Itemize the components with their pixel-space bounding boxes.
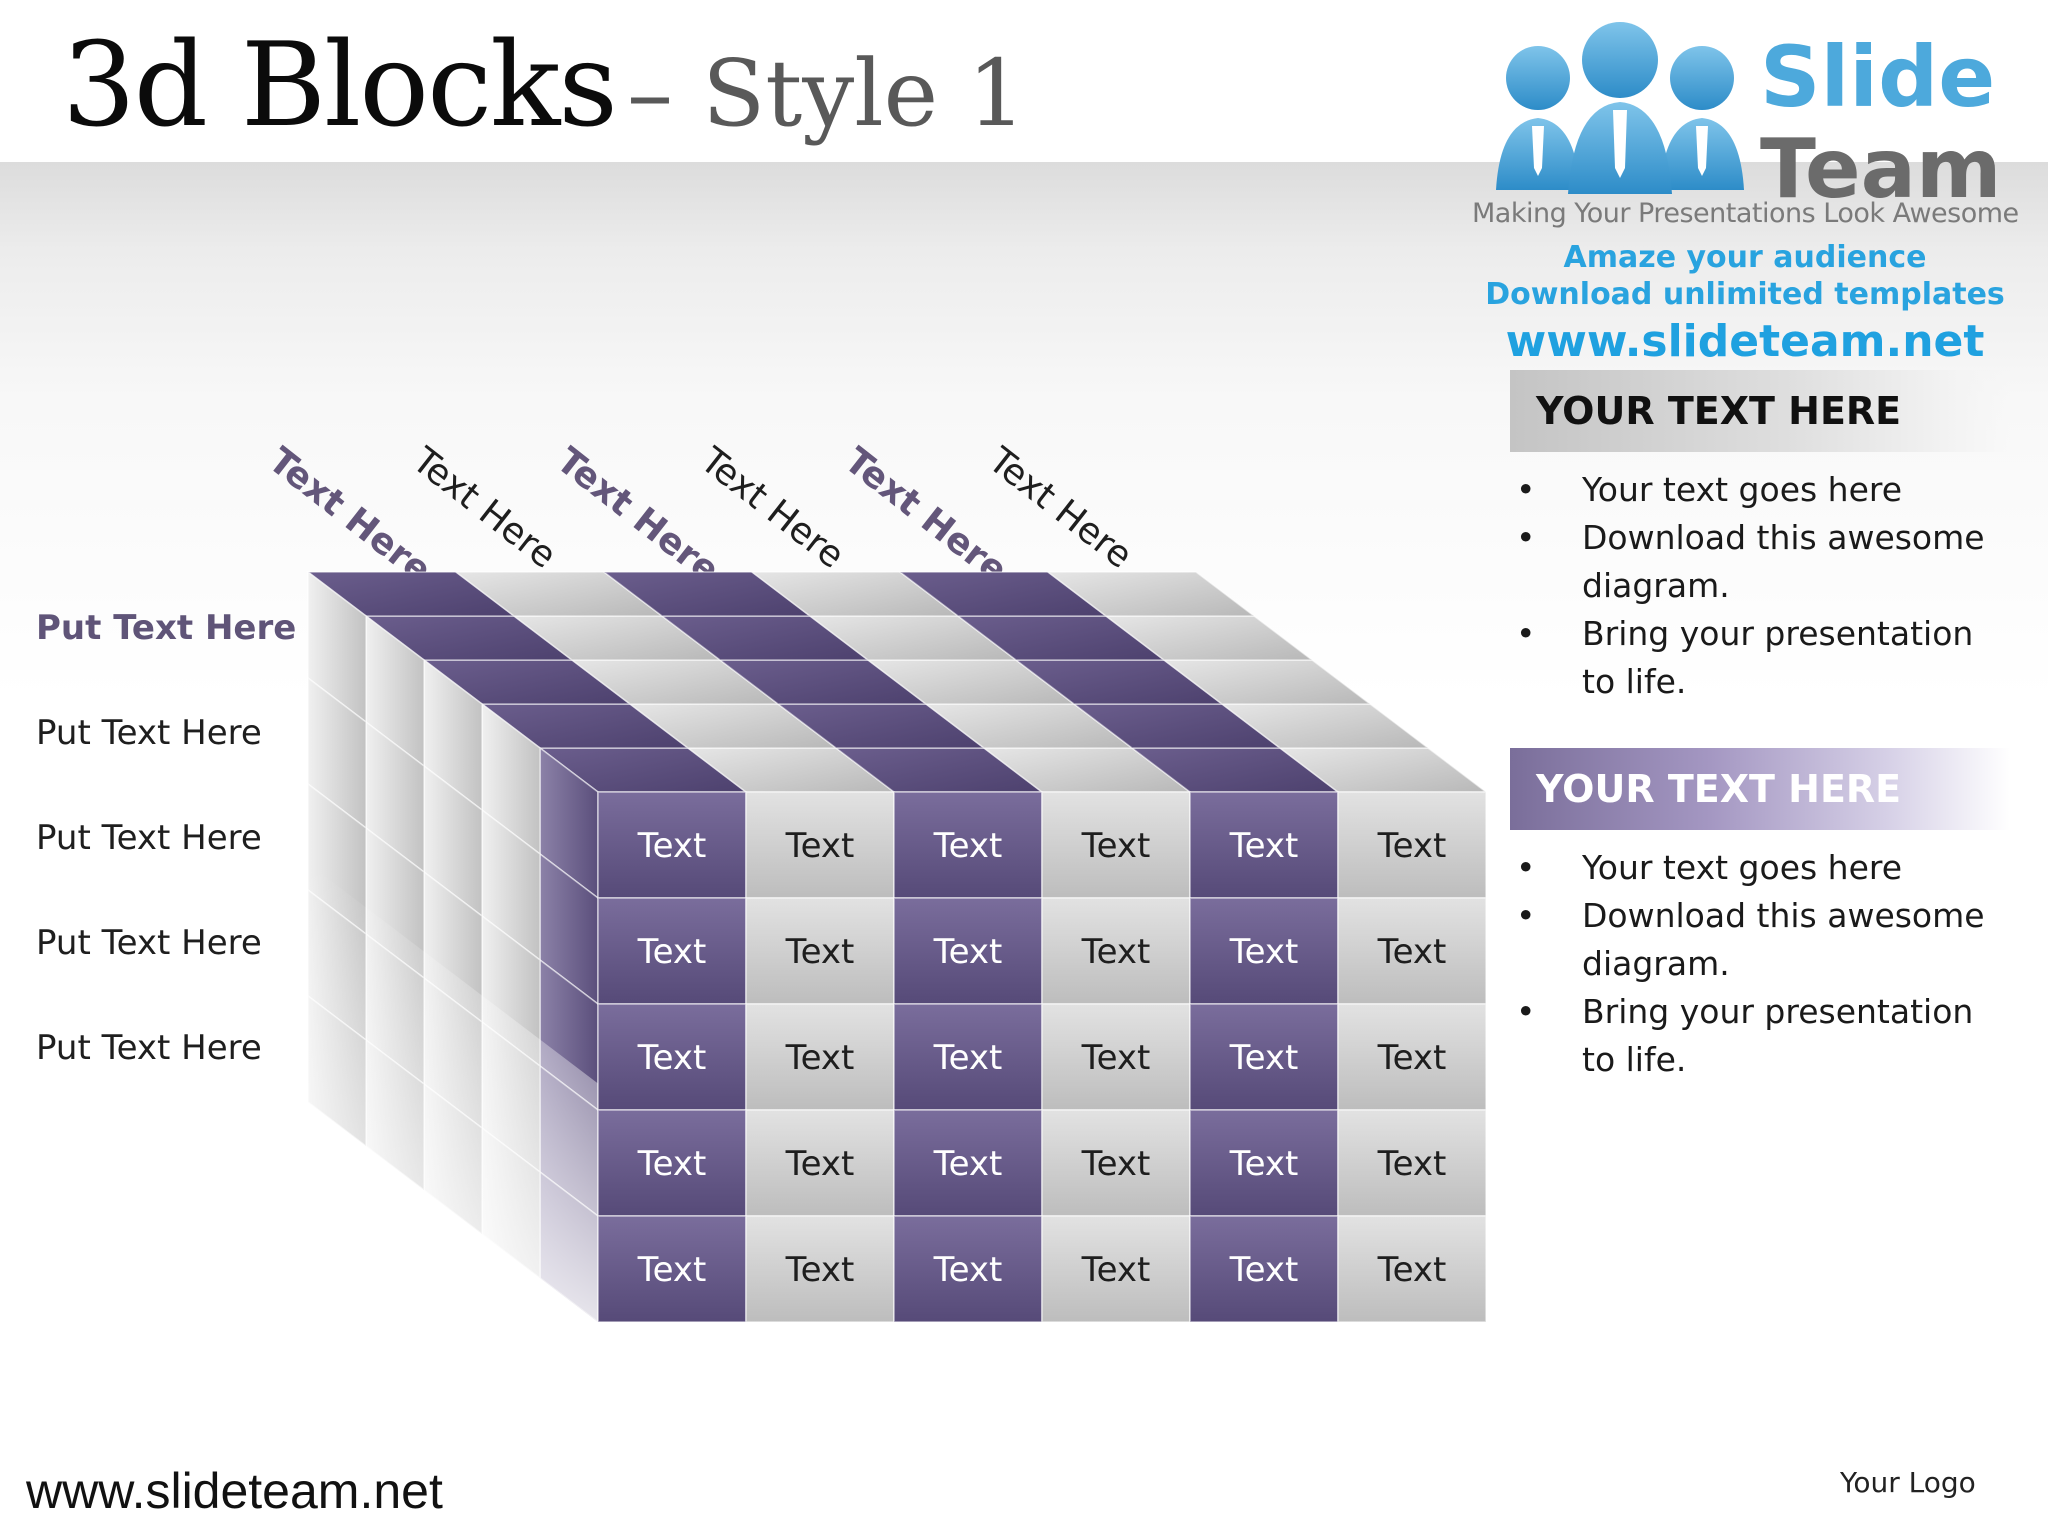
page-title: 3d Blocks – Style 1 bbox=[62, 18, 1026, 153]
cell-label: Text bbox=[785, 826, 855, 866]
cell-label: Text bbox=[1377, 932, 1447, 972]
bullet-icon: • bbox=[1516, 518, 1536, 557]
logo-promo-2: Download unlimited templates bbox=[1485, 277, 2005, 312]
cell-label: Text bbox=[785, 1250, 855, 1290]
bullet-icon: • bbox=[1516, 848, 1536, 887]
cell-label: Text bbox=[1229, 1038, 1299, 1078]
cell-label: Text bbox=[785, 1038, 855, 1078]
title-main: 3d Blocks bbox=[62, 18, 618, 153]
cell-label: Text bbox=[1081, 826, 1151, 866]
cell-label: Text bbox=[1377, 1250, 1447, 1290]
row-label: Put Text Here bbox=[36, 608, 297, 648]
bullet-text: Your text goes here bbox=[1582, 848, 1903, 887]
bullet-text: Your text goes here bbox=[1582, 470, 1903, 509]
cell-label: Text bbox=[637, 826, 707, 866]
logo-promo-1: Amaze your audience bbox=[1563, 240, 1927, 275]
panel-heading: YOUR TEXT HERE bbox=[1510, 370, 2010, 452]
block-cell bbox=[597, 1109, 747, 1217]
block-cell bbox=[893, 1109, 1043, 1217]
bullet-text: Bring your presentation to life. bbox=[1582, 992, 1974, 1079]
bullet-item: • Your text goes here bbox=[1510, 466, 2010, 514]
bullet-item: • Download this awesome diagram. bbox=[1510, 892, 2010, 988]
logo-word-slide: Slide bbox=[1760, 28, 1996, 126]
logo-tagline: Making Your Presentations Look Awesome bbox=[1472, 198, 2019, 229]
bullet-text: Download this awesome diagram. bbox=[1582, 896, 1985, 983]
cell-label: Text bbox=[785, 932, 855, 972]
row-label: Put Text Here bbox=[36, 1028, 262, 1068]
block-top-face bbox=[1045, 571, 1257, 617]
cell-label: Text bbox=[933, 932, 1003, 972]
bullet-item: • Download this awesome diagram. bbox=[1510, 514, 2010, 610]
logo-placeholder: Your Logo bbox=[1840, 1466, 1976, 1499]
title-sub: – Style 1 bbox=[627, 40, 1026, 147]
block-cell bbox=[1189, 1215, 1339, 1323]
cell-label: Text bbox=[1081, 1038, 1151, 1078]
cell-label: Text bbox=[1229, 1144, 1299, 1184]
row-label: Put Text Here bbox=[36, 818, 262, 858]
block-cell bbox=[1337, 1109, 1487, 1217]
block-cell bbox=[597, 791, 747, 899]
slideteam-logo: Slide Team Making Your Presentations Loo… bbox=[1470, 18, 2030, 378]
block-cell bbox=[1337, 1215, 1487, 1323]
bullet-icon: • bbox=[1516, 896, 1536, 935]
cell-label: Text bbox=[1081, 932, 1151, 972]
cell-label: Text bbox=[637, 1038, 707, 1078]
cell-label: Text bbox=[1377, 1038, 1447, 1078]
block-cell bbox=[893, 897, 1043, 1005]
bullet-icon: • bbox=[1516, 470, 1536, 509]
cell-label: Text bbox=[1229, 826, 1299, 866]
footer-url[interactable]: www.slideteam.net bbox=[26, 1463, 443, 1519]
cell-label: Text bbox=[933, 826, 1003, 866]
block-cell bbox=[1041, 1215, 1191, 1323]
cell-label: Text bbox=[1081, 1144, 1151, 1184]
block-cell bbox=[1041, 897, 1191, 1005]
bullet-item: • Your text goes here bbox=[1510, 844, 2010, 892]
side-fade-overlay bbox=[308, 863, 598, 1322]
bullet-text: Download this awesome diagram. bbox=[1582, 518, 1985, 605]
bullet-list: • Your text goes here • Download this awes… bbox=[1510, 844, 2010, 1084]
block-cell bbox=[745, 1215, 895, 1323]
cell-label: Text bbox=[637, 932, 707, 972]
cell-label: Text bbox=[785, 1144, 855, 1184]
row-label: Put Text Here bbox=[36, 923, 262, 963]
text-panel-1: YOUR TEXT HERE • Your text goes here • Dow… bbox=[1510, 370, 2010, 706]
row-label: Put Text Here bbox=[36, 713, 262, 753]
block-cell bbox=[893, 1003, 1043, 1111]
block-cell bbox=[1337, 1003, 1487, 1111]
bullet-list: • Your text goes here • Download this awes… bbox=[1510, 466, 2010, 706]
people-icon bbox=[1496, 22, 1744, 194]
cell-label: Text bbox=[933, 1038, 1003, 1078]
bullet-text: Bring your presentation to life. bbox=[1582, 614, 1974, 701]
text-panel-2: YOUR TEXT HERE • Your text goes here • Dow… bbox=[1510, 748, 2010, 1084]
cell-label: Text bbox=[1081, 1250, 1151, 1290]
cell-label: Text bbox=[1377, 1144, 1447, 1184]
logo-word-team: Team bbox=[1760, 122, 2002, 217]
block-cell bbox=[1189, 791, 1339, 899]
block-cell bbox=[1189, 897, 1339, 1005]
bullet-icon: • bbox=[1516, 614, 1536, 653]
cell-label: Text bbox=[637, 1144, 707, 1184]
bullet-icon: • bbox=[1516, 992, 1536, 1031]
block-cell bbox=[597, 1003, 747, 1111]
block-cell bbox=[1337, 897, 1487, 1005]
block-cell bbox=[1041, 1109, 1191, 1217]
block-cell bbox=[1041, 1003, 1191, 1111]
cell-label: Text bbox=[933, 1144, 1003, 1184]
bullet-item: • Bring your presentation to life. bbox=[1510, 988, 2010, 1084]
cell-label: Text bbox=[1229, 1250, 1299, 1290]
cell-label: Text bbox=[933, 1250, 1003, 1290]
bullet-item: • Bring your presentation to life. bbox=[1510, 610, 2010, 706]
block-cell bbox=[893, 791, 1043, 899]
block-cell bbox=[597, 1215, 747, 1323]
logo-url[interactable]: www.slideteam.net bbox=[1505, 316, 1985, 367]
cell-label: Text bbox=[637, 1250, 707, 1290]
cell-label: Text bbox=[1377, 826, 1447, 866]
block-cell bbox=[1337, 791, 1487, 899]
block-cell bbox=[597, 897, 747, 1005]
block-cell bbox=[745, 1109, 895, 1217]
panel-heading: YOUR TEXT HERE bbox=[1510, 748, 2010, 830]
cell-label: Text bbox=[1229, 932, 1299, 972]
